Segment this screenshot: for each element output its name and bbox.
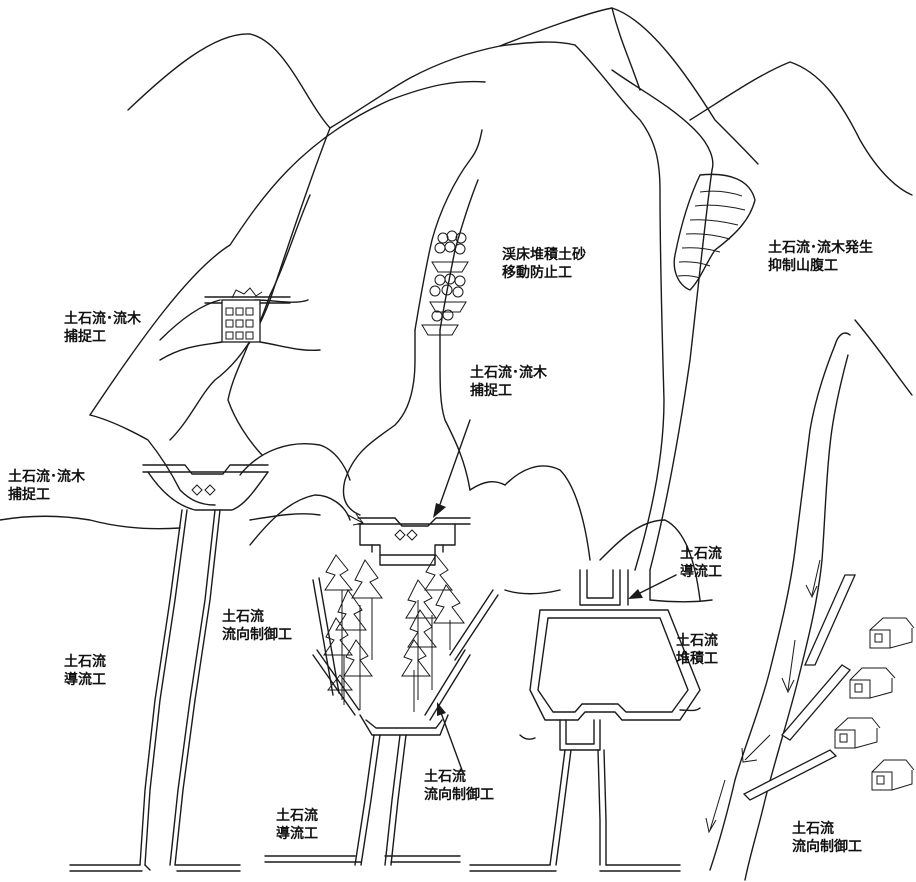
label-guide-channel-bottom: 土石流 導流工 <box>276 808 318 842</box>
tree-cluster-right <box>401 554 465 712</box>
left-lower-hill <box>89 414 216 506</box>
hillside-block <box>673 173 756 291</box>
center-channel-1 <box>354 734 375 866</box>
arrow-center-capture-head <box>433 503 446 518</box>
left-channel-2 <box>144 509 188 866</box>
left-valley-east <box>227 194 311 456</box>
right-wall-1 <box>803 574 857 666</box>
center-dam-diamonds <box>394 529 418 541</box>
upper-hill-lines <box>159 341 321 361</box>
left-lower-dam-base <box>147 471 269 511</box>
right-stream-branch <box>834 332 851 346</box>
label-debris-capture-center: 土石流･流木 捕捉工 <box>470 365 547 399</box>
label-guide-channel-right: 土石流 導流工 <box>680 546 722 580</box>
center-hill-left <box>249 494 351 546</box>
left-lower-dam <box>142 464 269 475</box>
flow-guide-left-lower <box>312 649 360 716</box>
left-channel-3 <box>169 509 216 866</box>
label-flow-direction-center: 土石流 流向制御工 <box>424 769 494 803</box>
upper-dam-body <box>221 299 261 343</box>
center-upper-line-w <box>414 129 483 331</box>
center-dam-base <box>359 523 456 566</box>
label-flow-direction-right: 土石流 流向制御工 <box>792 821 862 855</box>
right-channel-outlet <box>469 864 681 872</box>
deposition-basin-inner <box>537 617 689 713</box>
label-deposition-works: 土石流 堆積工 <box>676 633 718 667</box>
right-channel-1 <box>549 749 566 866</box>
left-hill-west <box>159 299 221 341</box>
left-channel-1 <box>139 509 183 866</box>
deposition-basin-outer <box>529 609 701 721</box>
center-dam <box>357 517 471 527</box>
tree-cluster-left <box>323 554 383 710</box>
center-channel-2 <box>360 734 381 866</box>
house-3 <box>834 717 881 749</box>
arrow-flow-center-head <box>437 702 446 716</box>
center-channel-3 <box>384 734 401 866</box>
center-small-arrow <box>347 513 364 526</box>
ridge-far-left <box>127 33 331 129</box>
arrow-guide-right-head <box>628 589 643 599</box>
deposition-outlet <box>559 719 601 751</box>
left-hill-right <box>239 443 351 481</box>
flow-guide-left-outer <box>312 577 340 696</box>
arrow-center-capture <box>437 419 471 511</box>
label-guide-channel-left: 土石流 導流工 <box>64 654 106 688</box>
label-bed-sediment: 渓床堆積土砂 移動防止工 <box>502 247 586 281</box>
ridge-center <box>329 41 576 129</box>
right-channel-3 <box>597 749 601 866</box>
house-4 <box>871 759 915 791</box>
center-gully-east <box>439 329 471 491</box>
deposition-inlet <box>579 569 621 606</box>
label-debris-capture-far-left: 土石流･流木 捕捉工 <box>8 469 85 503</box>
left-dam-diamonds <box>191 484 216 496</box>
deposition-ground <box>504 589 713 740</box>
tall-gully-center <box>611 7 641 91</box>
deposition-inlet-right <box>627 569 651 606</box>
right-channel-2 <box>555 749 572 866</box>
left-channel-4 <box>174 509 221 866</box>
house-1 <box>869 617 915 649</box>
right-channel-4 <box>603 749 607 866</box>
right-stream-east <box>744 354 849 881</box>
ridge-tall <box>499 7 759 165</box>
center-channel-4 <box>390 734 407 866</box>
tall-gully-west <box>574 44 665 571</box>
tall-gully-east <box>611 69 714 571</box>
ridge-right-lower <box>854 319 913 396</box>
center-dam-base-2 <box>371 544 444 556</box>
center-hill-right <box>469 481 506 491</box>
left-hill-east <box>254 299 309 303</box>
flow-guide-right-lower <box>424 649 471 721</box>
label-debris-capture-left: 土石流･流木 捕捉工 <box>64 311 141 345</box>
house-2 <box>849 667 896 699</box>
ridge-right <box>689 61 913 196</box>
ridge-left <box>89 80 486 416</box>
flow-guide-right-outer <box>449 589 499 661</box>
label-hillside-control: 土石流･流木発生 抑制山腹工 <box>768 240 873 274</box>
right-wall-2 <box>781 664 851 741</box>
arrow-flow-center <box>439 709 463 771</box>
right-wall-3 <box>742 749 838 801</box>
arrow-guide-right <box>635 574 677 596</box>
deposition-hills <box>504 465 701 601</box>
center-gully-west <box>342 329 416 516</box>
left-valley-west <box>169 127 331 441</box>
center-lower-box <box>359 714 449 736</box>
center-channel-outlet <box>264 855 461 863</box>
stream-arrows <box>705 559 821 834</box>
left-channel-outlet <box>69 864 241 872</box>
label-flow-direction-left: 土石流 流向制御工 <box>222 609 292 643</box>
hillside-terrace-lines <box>677 190 746 279</box>
upper-dam-windows <box>225 307 254 340</box>
sediment-stack <box>421 230 469 336</box>
right-stream-west <box>709 344 836 871</box>
left-ground <box>0 513 321 530</box>
upper-dam-debris <box>231 287 263 299</box>
